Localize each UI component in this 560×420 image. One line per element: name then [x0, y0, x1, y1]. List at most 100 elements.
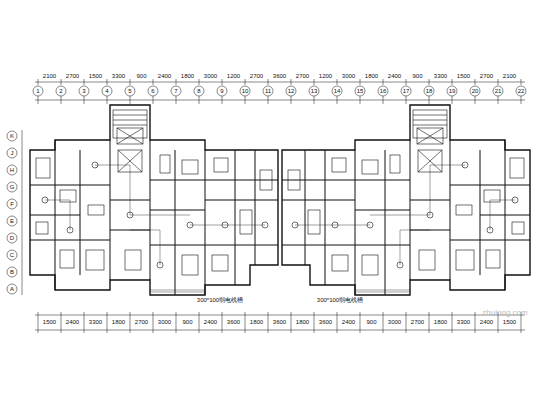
dimension-text: 2700: [296, 73, 309, 80]
axis-circle: [194, 86, 204, 96]
axis-label: 20: [472, 88, 479, 95]
axis-circle: [286, 86, 296, 96]
axis-label: 11: [265, 88, 271, 95]
axis-label: 1: [36, 88, 39, 95]
dimension-tick: [130, 96, 131, 104]
dimension-text: 2700: [66, 73, 79, 80]
dimension-tick: [475, 96, 476, 104]
dimension-text: 900: [366, 319, 376, 326]
axis-label: 19: [449, 88, 456, 95]
dimension-tick: [61, 312, 62, 333]
axis-circle: [332, 86, 342, 96]
dimension-tick: [245, 79, 246, 85]
axis-label: J: [11, 150, 14, 157]
dimension-tick: [383, 79, 384, 85]
dimension-text: 3600: [227, 319, 240, 326]
dimension-text: 2700: [135, 319, 148, 326]
axis-label: G: [10, 184, 15, 191]
axis-circle: [7, 199, 17, 209]
dimension-text: 2400: [388, 73, 401, 80]
axis-label: 9: [220, 88, 223, 95]
axis-circle: [171, 86, 181, 96]
dimension-text: 3300: [112, 73, 125, 80]
dimension-tick: [383, 96, 384, 104]
axis-label: B: [10, 269, 14, 276]
axis-circle: [309, 86, 319, 96]
dimension-tick: [130, 79, 131, 85]
dimension-tick: [153, 312, 154, 333]
dimension-tick: [360, 312, 361, 333]
dimension-tick: [176, 96, 177, 104]
dimension-tick: [291, 96, 292, 104]
dimension-text: 3000: [158, 319, 171, 326]
axis-label: 10: [242, 88, 249, 95]
dimension-text: 2700: [480, 73, 493, 80]
axis-circle: [102, 86, 112, 96]
axis-circle: [56, 86, 66, 96]
dimension-text: 2700: [411, 319, 424, 326]
dimension-tick: [107, 96, 108, 104]
dimension-tick: [176, 312, 177, 333]
dimension-tick: [291, 79, 292, 85]
dimension-tick: [498, 96, 499, 104]
dimension-tick: [452, 96, 453, 104]
dimension-text: 3600: [319, 319, 332, 326]
dimension-tick: [475, 79, 476, 85]
dimension-tick: [84, 312, 85, 333]
axis-circle: [125, 86, 135, 96]
dimension-tick: [475, 312, 476, 333]
axis-circle: [148, 86, 158, 96]
axis-circle: [470, 86, 480, 96]
dimension-text: 300*100弱电线槽: [317, 297, 363, 304]
axis-label: 5: [128, 88, 131, 95]
dimension-text: 3300: [457, 319, 470, 326]
axis-circle: [7, 148, 17, 158]
dimension-tick: [107, 312, 108, 333]
axis-circle: [516, 86, 526, 96]
dimension-text: 3600: [273, 319, 286, 326]
dimension-text: 3000: [204, 73, 217, 80]
dimension-text: 2400: [480, 319, 493, 326]
dimension-tick: [222, 96, 223, 104]
dimension-tick: [406, 96, 407, 104]
axis-label: 14: [334, 88, 341, 95]
dimension-tick: [360, 79, 361, 85]
axis-label: 21: [495, 88, 502, 95]
dimension-text: 3000: [342, 73, 355, 80]
axis-label: 13: [311, 88, 318, 95]
dimension-text: 1500: [43, 319, 56, 326]
dimension-tick: [268, 312, 269, 333]
dimension-text: 2700: [250, 73, 263, 80]
axis-label: 18: [426, 88, 433, 95]
dimension-tick: [406, 312, 407, 333]
axis-circle: [7, 233, 17, 243]
dimension-tick: [61, 96, 62, 104]
dimension-text: 2400: [204, 319, 217, 326]
dimension-text: 1500: [457, 73, 470, 80]
dimension-text: 1800: [250, 319, 263, 326]
dimension-text: 1800: [296, 319, 309, 326]
axis-circle: [7, 182, 17, 192]
dimension-text: 1200: [319, 73, 332, 80]
dimension-tick: [176, 79, 177, 85]
dimension-tick: [38, 96, 39, 104]
dimension-tick: [130, 312, 131, 333]
axis-label: 6: [151, 88, 154, 95]
axis-circle: [7, 250, 17, 260]
dimension-tick: [360, 96, 361, 104]
dimension-tick: [245, 96, 246, 104]
axis-label: 17: [403, 88, 410, 95]
dimension-tick: [452, 312, 453, 333]
dimension-tick: [107, 79, 108, 85]
dimension-tick: [406, 79, 407, 85]
axis-label: E: [10, 218, 14, 225]
axis-label: 2: [59, 88, 62, 95]
axis-circle: [378, 86, 388, 96]
dimension-text: 1200: [227, 73, 240, 80]
axis-label: 22: [518, 88, 525, 95]
axis-label: K: [10, 133, 14, 140]
dimension-text: 2100: [43, 73, 56, 80]
dimension-text: 1800: [434, 319, 447, 326]
dimension-tick: [383, 312, 384, 333]
